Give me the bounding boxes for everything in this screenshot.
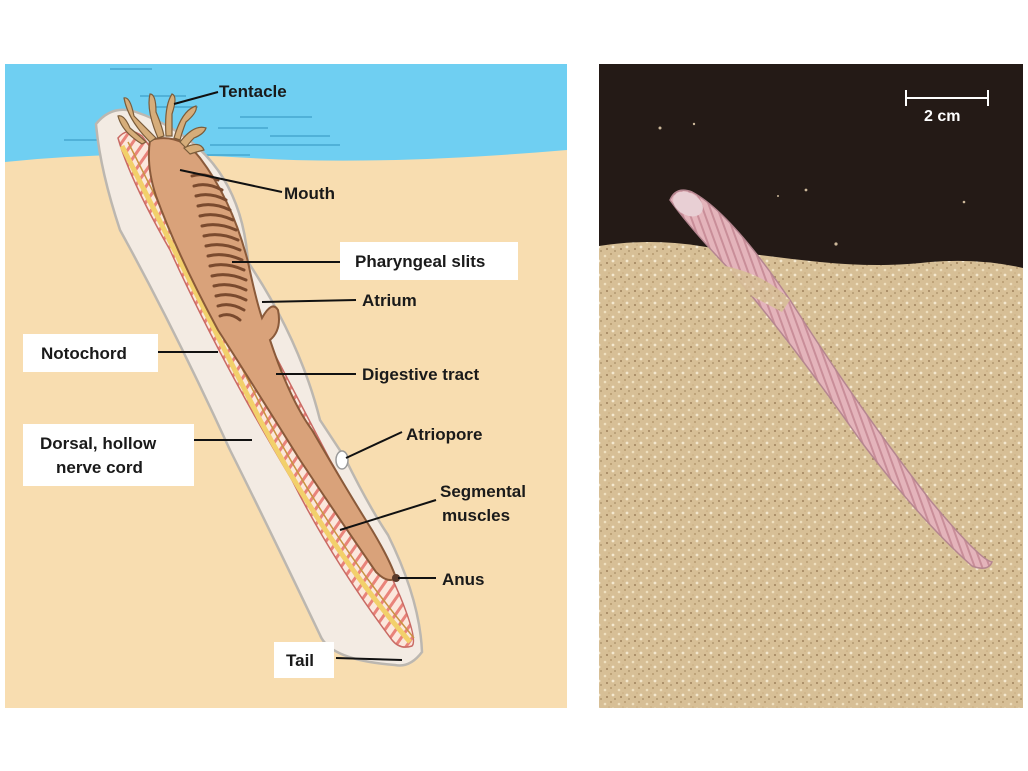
tail-label-box <box>274 642 334 678</box>
photo-sand <box>599 242 1023 708</box>
label-notochord: Notochord <box>41 344 127 363</box>
leader-lines <box>158 91 437 661</box>
label-atrium: Atrium <box>362 291 417 310</box>
floating-particles <box>658 122 966 246</box>
water-ripples <box>64 68 340 156</box>
sand-over-body <box>700 262 790 312</box>
water-background <box>5 64 567 164</box>
label-anus: Anus <box>442 570 485 589</box>
pharyngeal-slits-label-box <box>340 242 518 280</box>
label-tentacle: Tentacle <box>219 82 287 101</box>
lancelet-photo-panel: 2 cm <box>599 64 1023 708</box>
pharynx <box>147 137 398 581</box>
label-tail: Tail <box>286 651 314 670</box>
atriopore-opening <box>335 450 349 470</box>
notochord-label-box <box>23 334 158 372</box>
label-mouth: Mouth <box>284 184 335 203</box>
label-digestive-tract: Digestive tract <box>362 365 479 384</box>
label-segmental-muscles-2: muscles <box>442 506 510 525</box>
anus-opening <box>392 574 400 582</box>
label-atriopore: Atriopore <box>406 425 483 444</box>
tentacles <box>117 93 207 155</box>
label-dorsal-nerve-cord-1: Dorsal, hollow <box>40 434 157 453</box>
scale-bar <box>905 90 989 106</box>
notochord-rod <box>119 144 412 644</box>
label-dorsal-nerve-cord-2: nerve cord <box>56 458 143 477</box>
label-segmental-muscles-1: Segmental <box>440 482 526 501</box>
scale-bar-label: 2 cm <box>924 108 960 125</box>
pharyngeal-slits-group <box>190 173 248 322</box>
nerve-cord-label-box <box>23 424 194 486</box>
label-pharyngeal-slits: Pharyngeal slits <box>355 252 485 271</box>
anatomy-diagram-panel: Tentacle Mouth Atrium Digestive tract At… <box>5 64 567 708</box>
lancelet-head <box>673 191 703 217</box>
